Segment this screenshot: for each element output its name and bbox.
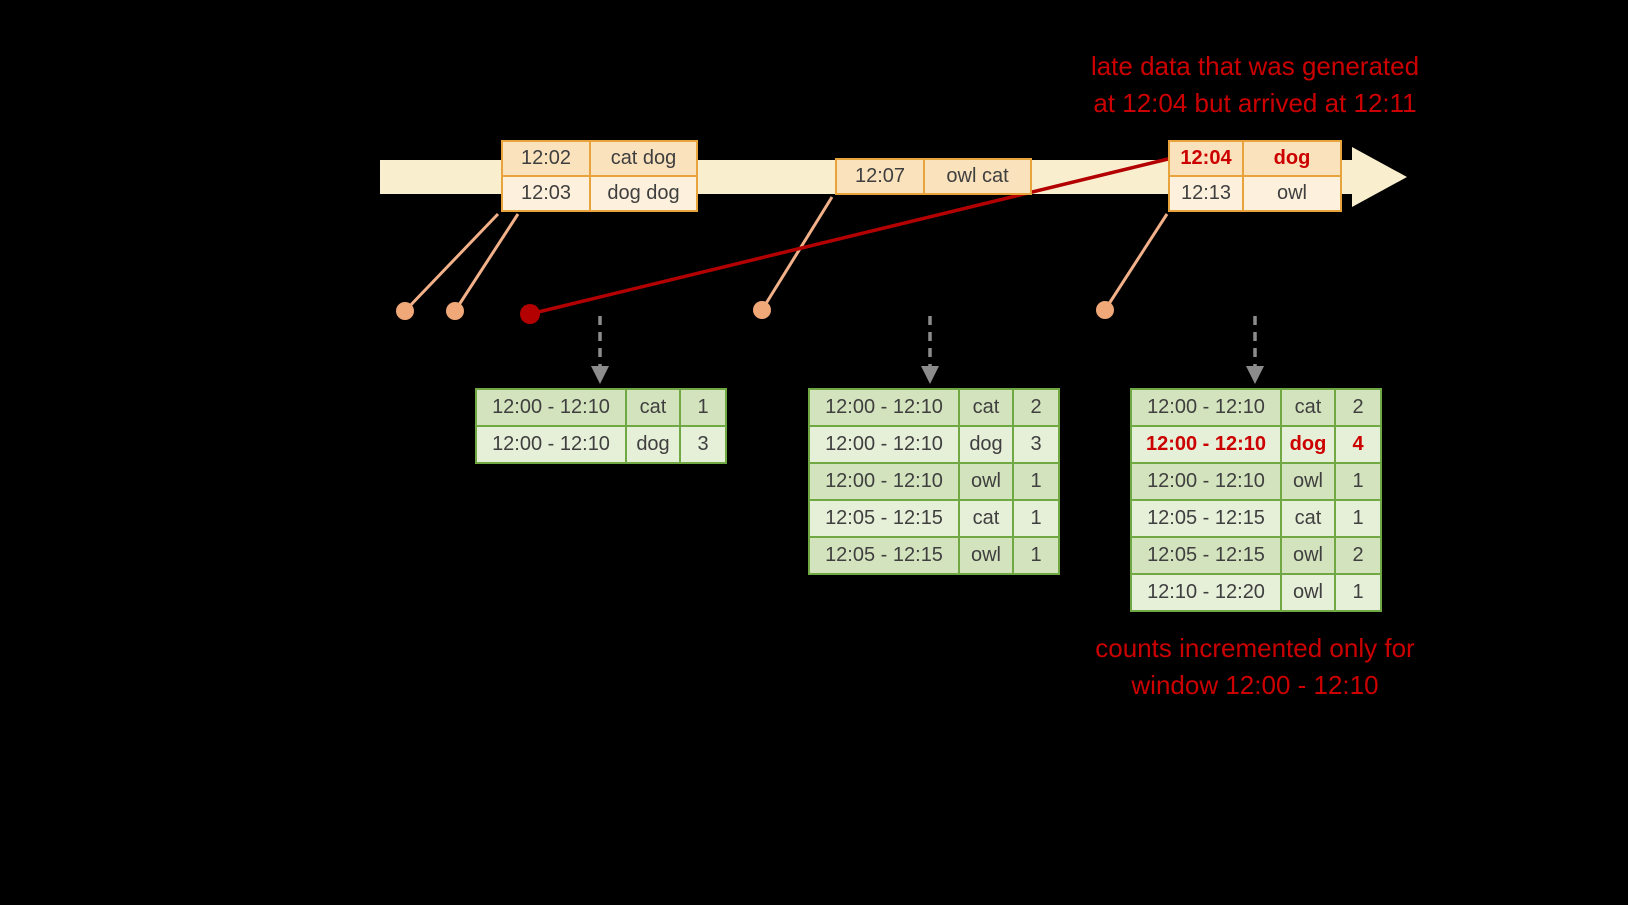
result-row: 12:00 - 12:10 dog 3 <box>810 427 1058 462</box>
result-count-cell: 2 <box>1336 390 1380 425</box>
result-window-cell: 12:00 - 12:10 <box>1132 390 1280 425</box>
event-dot <box>1096 301 1114 319</box>
result-row: 12:00 - 12:10 dog 3 <box>477 427 725 462</box>
result-count-cell: 1 <box>1336 501 1380 536</box>
result-word-cell: owl <box>1282 575 1334 610</box>
result-row: 12:00 - 12:10 cat 2 <box>1132 390 1380 425</box>
event-row: 12:13 owl <box>1170 177 1340 210</box>
event-row: 12:03 dog dog <box>503 177 696 210</box>
result-window-cell: 12:00 - 12:10 <box>810 464 958 499</box>
result-row: 12:05 - 12:15 cat 1 <box>810 501 1058 536</box>
leader-line <box>1103 213 1169 311</box>
event-row: 12:02 cat dog <box>503 142 696 175</box>
event-dot <box>396 302 414 320</box>
event-time-cell: 12:07 <box>837 160 923 193</box>
event-table-1207: 12:07 owl cat <box>835 158 1032 195</box>
result-window-cell: 12:05 - 12:15 <box>1132 501 1280 536</box>
result-word-cell: dog <box>627 427 679 462</box>
late-data-note-line2: at 12:04 but arrived at 12:11 <box>1093 88 1417 118</box>
result-count-cell: 4 <box>1336 427 1380 462</box>
result-table-3: 12:00 - 12:10 cat 2 12:00 - 12:10 dog 4 … <box>1130 388 1382 612</box>
result-count-cell: 3 <box>1014 427 1058 462</box>
result-count-cell: 2 <box>1014 390 1058 425</box>
result-window-cell: 12:05 - 12:15 <box>1132 538 1280 573</box>
event-time-cell: 12:13 <box>1170 177 1242 210</box>
event-words-cell: dog dog <box>591 177 696 210</box>
result-count-cell: 1 <box>1014 538 1058 573</box>
result-window-cell: 12:05 - 12:15 <box>810 538 958 573</box>
result-window-cell: 12:00 - 12:10 <box>1132 464 1280 499</box>
event-words-cell: dog <box>1244 142 1340 175</box>
result-word-cell: owl <box>1282 538 1334 573</box>
trigger-arrowhead <box>921 366 939 384</box>
trigger-arrowhead <box>1246 366 1264 384</box>
event-dot <box>753 301 771 319</box>
result-window-cell: 12:05 - 12:15 <box>810 501 958 536</box>
result-word-cell: dog <box>1282 427 1334 462</box>
event-dot <box>446 302 464 320</box>
result-word-cell: owl <box>960 538 1012 573</box>
result-row-late-updated: 12:00 - 12:10 dog 4 <box>1132 427 1380 462</box>
event-time-cell: 12:02 <box>503 142 589 175</box>
late-data-line <box>529 157 1169 316</box>
event-time-cell: 12:04 <box>1170 142 1242 175</box>
result-row: 12:00 - 12:10 cat 1 <box>477 390 725 425</box>
counts-note: counts incremented only for window 12:00… <box>1030 630 1480 704</box>
result-count-cell: 3 <box>681 427 725 462</box>
result-word-cell: dog <box>960 427 1012 462</box>
result-row: 12:10 - 12:20 owl 1 <box>1132 575 1380 610</box>
result-row: 12:05 - 12:15 owl 2 <box>1132 538 1380 573</box>
result-window-cell: 12:00 - 12:10 <box>477 390 625 425</box>
result-count-cell: 2 <box>1336 538 1380 573</box>
event-row-late: 12:04 dog <box>1170 142 1340 175</box>
late-data-note: late data that was generated at 12:04 bu… <box>1040 48 1470 122</box>
late-data-note-line1: late data that was generated <box>1090 51 1420 81</box>
result-window-cell: 12:00 - 12:10 <box>810 390 958 425</box>
result-word-cell: owl <box>960 464 1012 499</box>
late-event-dot <box>520 304 540 324</box>
result-word-cell: cat <box>1282 501 1334 536</box>
result-table-2: 12:00 - 12:10 cat 2 12:00 - 12:10 dog 3 … <box>808 388 1060 575</box>
result-count-cell: 1 <box>1336 575 1380 610</box>
result-count-cell: 1 <box>1336 464 1380 499</box>
result-row: 12:05 - 12:15 cat 1 <box>1132 501 1380 536</box>
event-words-cell: cat dog <box>591 142 696 175</box>
result-window-cell: 12:00 - 12:10 <box>1132 427 1280 462</box>
leader-line <box>403 212 500 313</box>
counts-note-line1: counts incremented only for <box>1095 633 1415 663</box>
result-row: 12:00 - 12:10 owl 1 <box>1132 464 1380 499</box>
result-window-cell: 12:00 - 12:10 <box>810 427 958 462</box>
leader-line <box>453 213 520 312</box>
result-count-cell: 1 <box>681 390 725 425</box>
event-words-cell: owl <box>1244 177 1340 210</box>
result-row: 12:00 - 12:10 owl 1 <box>810 464 1058 499</box>
result-window-cell: 12:10 - 12:20 <box>1132 575 1280 610</box>
event-table-1204-late: 12:04 dog 12:13 owl <box>1168 140 1342 212</box>
result-count-cell: 1 <box>1014 464 1058 499</box>
counts-note-line2: window 12:00 - 12:10 <box>1131 670 1379 700</box>
result-word-cell: cat <box>627 390 679 425</box>
result-count-cell: 1 <box>1014 501 1058 536</box>
result-window-cell: 12:00 - 12:10 <box>477 427 625 462</box>
event-table-1202: 12:02 cat dog 12:03 dog dog <box>501 140 698 212</box>
result-word-cell: owl <box>1282 464 1334 499</box>
result-row: 12:00 - 12:10 cat 2 <box>810 390 1058 425</box>
leader-line <box>760 196 834 311</box>
result-word-cell: cat <box>960 501 1012 536</box>
result-table-1: 12:00 - 12:10 cat 1 12:00 - 12:10 dog 3 <box>475 388 727 464</box>
result-word-cell: cat <box>1282 390 1334 425</box>
event-time-cell: 12:03 <box>503 177 589 210</box>
result-word-cell: cat <box>960 390 1012 425</box>
trigger-arrowhead <box>591 366 609 384</box>
event-words-cell: owl cat <box>925 160 1030 193</box>
result-row: 12:05 - 12:15 owl 1 <box>810 538 1058 573</box>
event-row: 12:07 owl cat <box>837 160 1030 193</box>
